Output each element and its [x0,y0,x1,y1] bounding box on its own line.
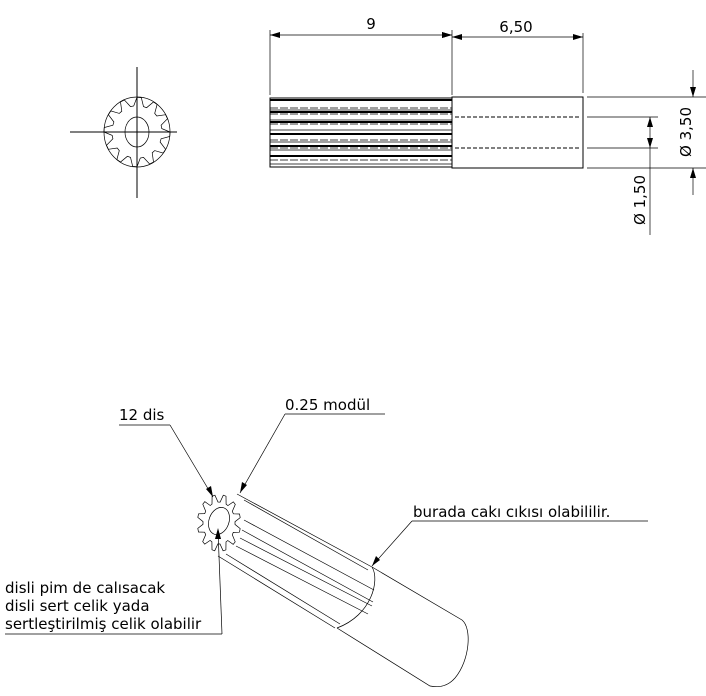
plain-shaft-section [451,96,584,169]
spline-edge [239,537,373,607]
spline-edge [243,499,369,571]
spline-teeth-lines [270,99,452,165]
spline-edge [235,545,369,615]
spline-edge [236,493,373,568]
dimension-shaft-length: 6,50 [499,18,532,36]
svg-text:0.25 modül: 0.25 modül [285,396,370,414]
shaft-body-outline [336,566,469,688]
note-module: 0.25 modül [239,396,385,494]
dimension-inner-diameter: Ø 1,50 [631,175,649,225]
bore-circle [124,116,150,148]
svg-text:sertleştirilmiş celik olabilir: sertleştirilmiş celik olabilir [5,615,202,633]
bore-face [208,507,230,535]
svg-text:disli sert celik yada: disli sert celik yada [5,597,150,615]
gear-profile [197,494,241,552]
end-view [70,67,177,198]
dimension-outer-diameter: Ø 3,50 [677,107,695,157]
isometric-view [197,493,469,688]
svg-text:burada cakı cıkısı olabililir.: burada cakı cıkısı olabililir. [413,503,610,521]
dimension-spline-length: 9 [366,15,376,33]
spline-end-edge [336,566,376,629]
gear-profile [103,96,171,168]
gear-teeth-outline [103,96,171,168]
note-material: disli pim de calısacak disli sert celik … [5,528,223,635]
side-view: 9 6,50 Ø 3,50 Ø 1,50 [269,15,706,235]
note-tool-runout: burada cakı cıkısı olabililir. [371,503,648,567]
note-teeth: 12 dis [119,406,214,498]
svg-text:12 dis: 12 dis [119,406,165,424]
svg-text:disli pim de calısacak: disli pim de calısacak [5,579,165,597]
gear-face-outline [197,494,241,552]
spline-edge [217,555,336,629]
spline-edge [241,529,374,603]
spline-edge [243,519,375,591]
spline-edge [225,553,341,625]
